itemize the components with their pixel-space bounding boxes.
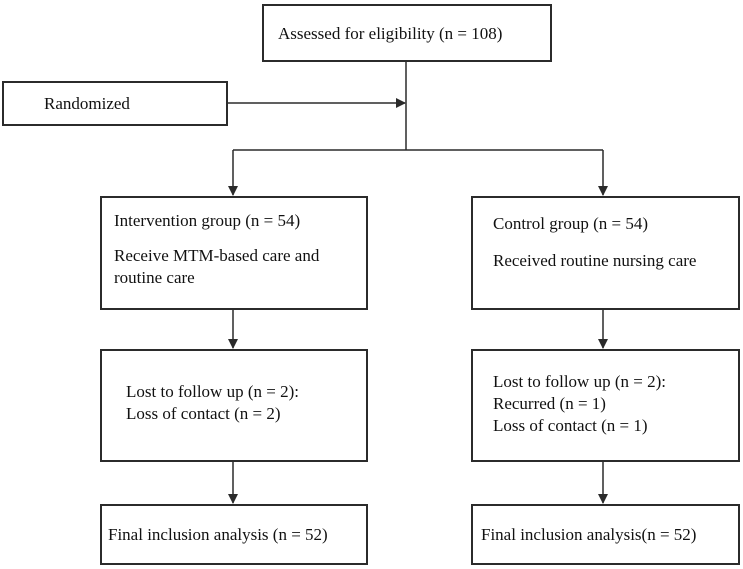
intervention-final-text: Final inclusion analysis (n = 52)	[108, 525, 328, 544]
intervention-group-title: Intervention group (n = 54)	[114, 211, 301, 230]
intervention-final-box: Final inclusion analysis (n = 52)	[100, 504, 368, 565]
control-group-box: Control group (n = 54) Received routine …	[471, 196, 740, 310]
assessed-box: Assessed for eligibility (n = 108)	[262, 4, 552, 62]
control-group-title: Control group (n = 54)	[493, 214, 649, 233]
intervention-group-line2: routine care	[114, 268, 195, 287]
control-group-line1: Received routine nursing care	[493, 251, 697, 270]
control-lost-box: Lost to follow up (n = 2): Recurred (n =…	[471, 349, 740, 462]
intervention-lost-line1: Lost to follow up (n = 2):	[126, 382, 299, 401]
randomized-box: Randomized	[2, 81, 228, 126]
intervention-lost-box: Lost to follow up (n = 2): Loss of conta…	[100, 349, 368, 462]
control-final-text: Final inclusion analysis(n = 52)	[481, 525, 697, 544]
assessed-text: Assessed for eligibility (n = 108)	[278, 24, 503, 43]
intervention-group-line1: Receive MTM-based care and	[114, 246, 320, 265]
intervention-group-box: Intervention group (n = 54) Receive MTM-…	[100, 196, 368, 310]
intervention-lost-line2: Loss of contact (n = 2)	[126, 404, 281, 423]
randomized-text: Randomized	[44, 94, 130, 113]
control-lost-line3: Loss of contact (n = 1)	[493, 416, 648, 435]
control-lost-line1: Lost to follow up (n = 2):	[493, 372, 666, 391]
control-final-box: Final inclusion analysis(n = 52)	[471, 504, 740, 565]
control-lost-line2: Recurred (n = 1)	[493, 394, 606, 413]
